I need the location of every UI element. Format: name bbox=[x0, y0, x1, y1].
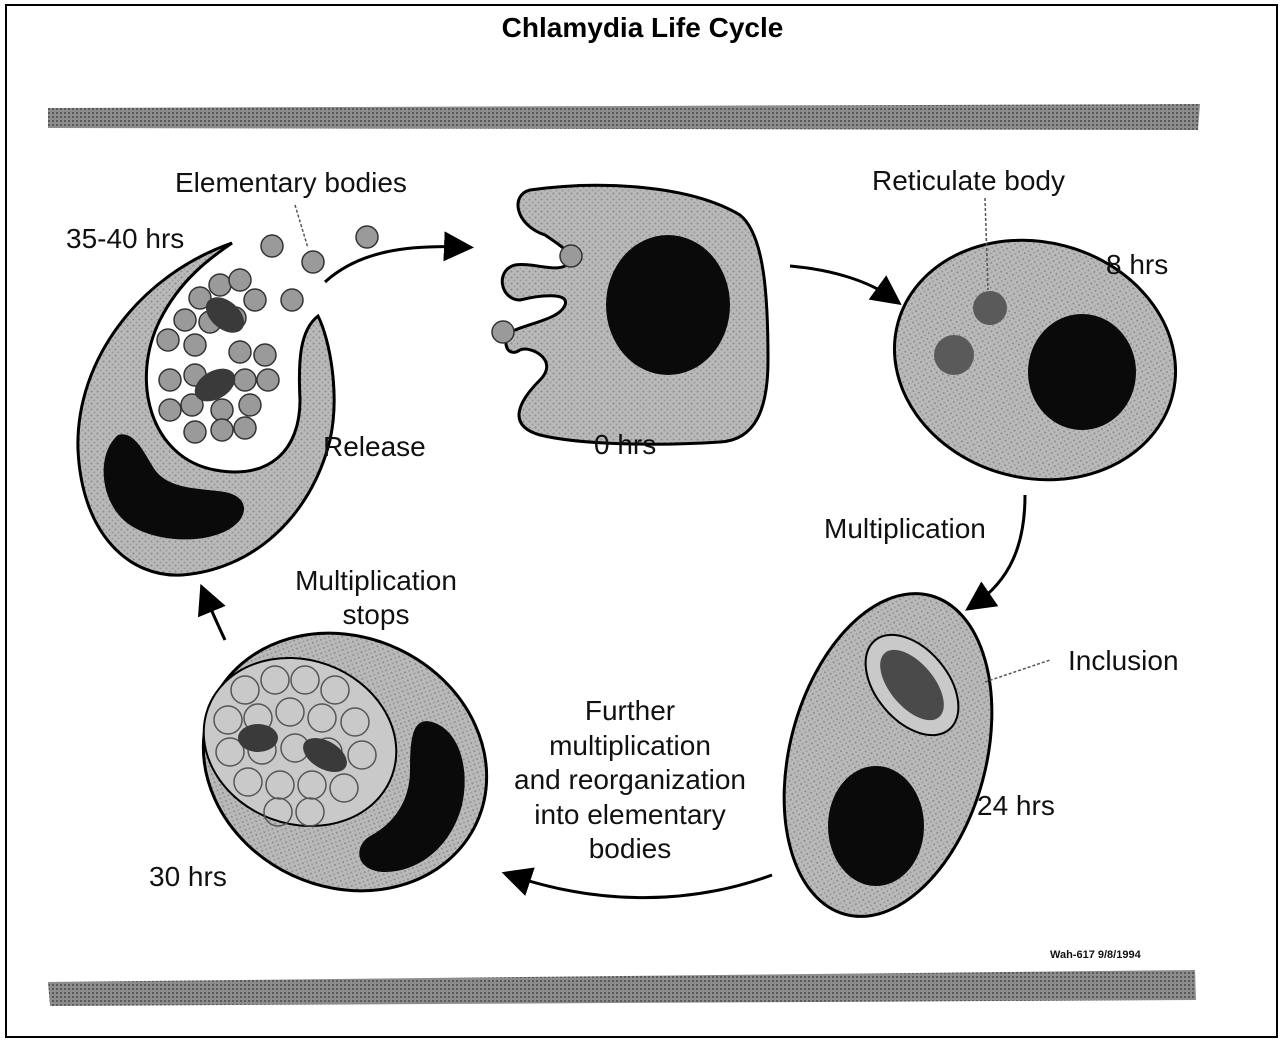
released-elementary-bodies bbox=[261, 226, 378, 311]
label-35-40-hrs: 35-40 hrs bbox=[66, 223, 184, 254]
cell-release bbox=[78, 205, 378, 575]
label-release: Release bbox=[323, 431, 426, 462]
arrow-release-to-0hrs bbox=[325, 247, 462, 282]
cell-8hrs-nucleus bbox=[1028, 314, 1136, 430]
inclusion-pointer bbox=[985, 660, 1050, 682]
arrow-24hrs-to-30hrs bbox=[513, 875, 772, 898]
label-reticulate-body: Reticulate body bbox=[872, 165, 1065, 196]
label-30-hrs: 30 hrs bbox=[149, 861, 227, 892]
arrow-8hrs-to-24hrs bbox=[975, 495, 1025, 604]
label-inclusion: Inclusion bbox=[1068, 645, 1179, 676]
reticulate-body-a bbox=[973, 291, 1007, 325]
label-further-line1: Further bbox=[585, 695, 675, 726]
cell-24hrs-nucleus bbox=[828, 766, 924, 886]
label-stops-line1: Multiplication bbox=[295, 565, 457, 596]
label-further-multiplication: Further multiplication and reorganizatio… bbox=[514, 695, 746, 864]
cell-8hrs bbox=[867, 198, 1202, 511]
label-multiplication: Multiplication bbox=[824, 513, 986, 544]
bottom-band bbox=[48, 970, 1196, 1006]
label-further-line5: bodies bbox=[589, 833, 672, 864]
label-further-line3: and reorganization bbox=[514, 764, 746, 795]
label-further-line4: into elementary bbox=[534, 799, 725, 830]
label-elementary-bodies: Elementary bodies bbox=[175, 167, 407, 198]
arrow-30hrs-to-release bbox=[205, 595, 225, 640]
label-8-hrs: 8 hrs bbox=[1106, 249, 1168, 280]
label-24-hrs: 24 hrs bbox=[977, 790, 1055, 821]
reticulate-body-b bbox=[934, 335, 974, 375]
figure-stamp: Wah-617 9/8/1994 bbox=[1050, 949, 1142, 961]
cell-30hrs-dark-a bbox=[238, 724, 278, 752]
entering-body-1 bbox=[560, 245, 582, 267]
label-stops-line2: stops bbox=[343, 599, 410, 630]
elementary-bodies-pointer bbox=[295, 205, 308, 248]
label-0-hrs: 0 hrs bbox=[594, 429, 656, 460]
cell-0hrs bbox=[492, 185, 768, 444]
label-multiplication-stops: Multiplication stops bbox=[295, 565, 457, 630]
cell-0hrs-nucleus bbox=[606, 235, 730, 375]
entering-body-2 bbox=[492, 321, 514, 343]
cell-24hrs bbox=[751, 570, 1050, 939]
arrow-0hrs-to-8hrs bbox=[790, 266, 892, 298]
label-further-line2: multiplication bbox=[549, 730, 711, 761]
cell-24hrs-body bbox=[751, 570, 1026, 939]
top-band bbox=[48, 104, 1200, 130]
